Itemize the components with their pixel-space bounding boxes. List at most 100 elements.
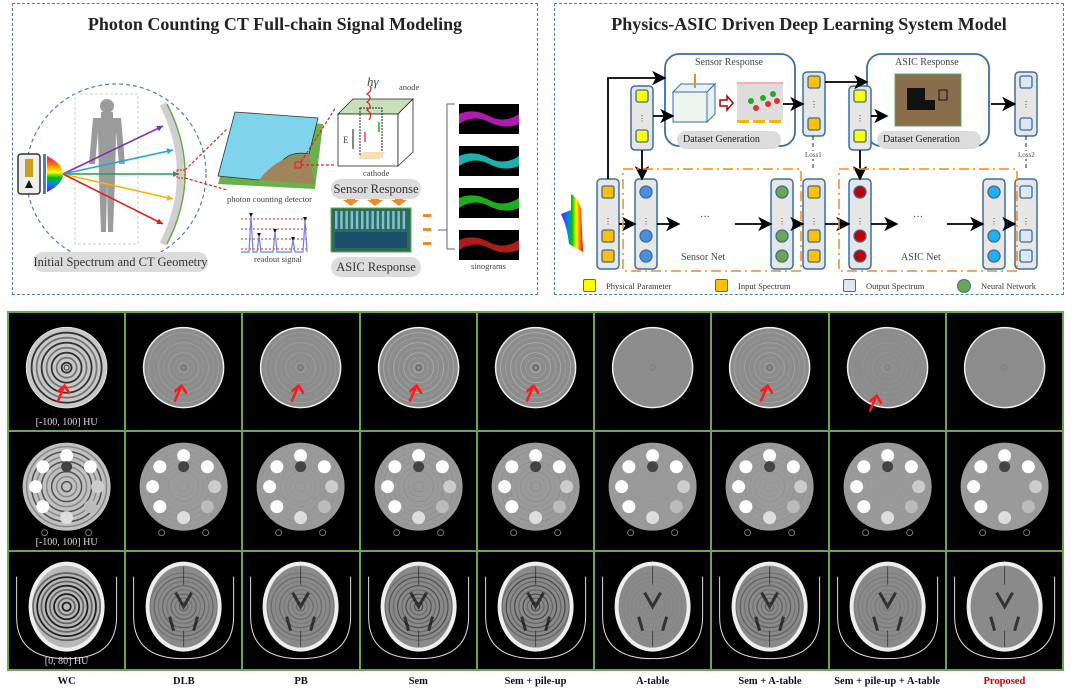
- legend-label: Neural Network: [981, 281, 1036, 291]
- ct-reconstruction-image: [25, 326, 108, 409]
- reconstruction-comparison-grid: [-100, 100] HU [-100, 100] HU [0, 80] HU: [7, 311, 1064, 671]
- artifact-arrow-icon: [408, 383, 423, 403]
- method-label-wc: WC: [57, 676, 76, 687]
- legend-label: Physical Parameter: [606, 280, 672, 291]
- legend-swatch-icon: [957, 279, 971, 293]
- cell-insert-phantom-7: [829, 432, 945, 550]
- sinogram-stack: [459, 104, 519, 260]
- method-label-sem: Sem: [408, 676, 428, 687]
- legend-output-spectrum: Output Spectrum: [843, 279, 924, 292]
- xray-beam: [62, 173, 164, 225]
- method-label-dlb: DLB: [173, 676, 195, 687]
- ct-reconstruction-image: [963, 326, 1046, 409]
- svg-text:⋮: ⋮: [1022, 100, 1030, 109]
- detector-arc: [159, 102, 184, 246]
- sensor-net-ellipsis: ···: [700, 212, 710, 223]
- cell-insert-phantom-4: [477, 432, 594, 550]
- sensor-response-label: Sensor Response: [331, 179, 421, 199]
- artifact-arrow-icon: [290, 383, 306, 403]
- ct-reconstruction-image: [22, 442, 111, 537]
- left-panel-title: Photon Counting CT Full-chain Signal Mod…: [87, 14, 463, 34]
- ct-reconstruction-image: [491, 442, 580, 537]
- svg-text:⋮: ⋮: [1022, 217, 1030, 226]
- ct-reconstruction-image: [484, 561, 586, 659]
- physical-parameter-column-2: ⋮: [848, 85, 872, 151]
- cell-head-6: [712, 551, 828, 669]
- cell-water-phantom-1: [126, 313, 242, 431]
- loss1-label: Loss1: [805, 151, 822, 159]
- cell-water-phantom-0: [-100, 100] HU: [9, 313, 125, 431]
- asic-net-ellipsis: ···: [913, 212, 923, 223]
- ct-reconstruction-image: [611, 326, 694, 409]
- asic-net-box: [838, 168, 1018, 272]
- sensor-cube-icon: [337, 85, 414, 167]
- ct-reconstruction-image: [143, 326, 225, 409]
- cell-water-phantom-8: [946, 313, 1062, 431]
- xray-beam: [62, 173, 174, 200]
- deep-learning-model-panel: Physics-ASIC Driven Deep Learning System…: [554, 3, 1064, 295]
- cell-insert-phantom-5: [595, 432, 711, 550]
- sensor-net-label: Sensor Net: [681, 252, 726, 263]
- sensor-prediction-column: ⋮: [802, 178, 826, 270]
- physical-parameter-column-1: ⋮: [630, 85, 654, 151]
- cell-insert-phantom-3: [360, 432, 476, 550]
- window-level-label: [0, 80] HU: [44, 655, 89, 667]
- legend-input-spectrum: Input Spectrum: [715, 279, 791, 292]
- cell-head-5: [595, 551, 711, 669]
- sensor-net-box: [622, 168, 802, 272]
- cell-water-phantom-3: [360, 313, 476, 431]
- detector-label: photon counting detector: [227, 194, 312, 204]
- right-panel-title: Physics-ASIC Driven Deep Learning System…: [611, 14, 1007, 34]
- efield-label: E: [343, 135, 349, 145]
- method-label-a-table: A-table: [636, 676, 670, 687]
- ct-reconstruction-image: [725, 442, 814, 537]
- artifact-arrow-icon: [868, 393, 883, 413]
- sinogram-image: [459, 230, 519, 260]
- asic-prediction-column: ⋮: [1014, 178, 1038, 270]
- full-chain-modeling-panel: Photon Counting CT Full-chain Signal Mod…: [12, 3, 538, 295]
- human-body-icon: [89, 99, 125, 232]
- ct-reconstruction-image: [16, 561, 118, 659]
- svg-text:⋮: ⋮: [642, 217, 650, 226]
- ct-reconstruction-image: [250, 561, 352, 659]
- full-chain-diagram: [17, 83, 519, 265]
- legend-label: Output Spectrum: [866, 280, 925, 291]
- cell-water-phantom-5: [595, 313, 711, 431]
- artifact-arrow-icon: [56, 383, 71, 403]
- method-label-pb: PB: [294, 676, 308, 687]
- ct-reconstruction-image: [133, 561, 235, 659]
- sinograms-label: sinograms: [471, 261, 506, 271]
- cell-head-7: [829, 551, 945, 669]
- asic-output-column: ⋮: [1014, 71, 1038, 137]
- photon-energy-label: hγ: [367, 74, 379, 89]
- readout-signal-plot: [241, 213, 308, 253]
- cell-head-4: [477, 551, 594, 669]
- svg-text:⋮: ⋮: [990, 217, 998, 226]
- cell-insert-phantom-8: [946, 432, 1062, 550]
- cell-insert-phantom-2: [243, 432, 359, 550]
- ct-reconstruction-image: [257, 442, 346, 537]
- artifact-arrow-icon: [173, 383, 188, 403]
- ct-reconstruction-image: [719, 561, 821, 659]
- cell-water-phantom-2: [243, 313, 359, 431]
- ct-reconstruction-image: [953, 561, 1055, 659]
- sensor-net-output-layer: ⋮: [770, 178, 794, 270]
- cell-head-0: [0, 80] HU: [9, 551, 125, 669]
- cell-insert-phantom-0: [-100, 100] HU: [9, 432, 125, 550]
- dataset-generation-label-2: Dataset Generation: [883, 134, 960, 145]
- window-level-label: [-100, 100] HU: [35, 417, 98, 429]
- ct-reconstruction-image: [374, 442, 463, 537]
- ct-reconstruction-image: [260, 326, 342, 409]
- asic-response-label: ASIC Response: [331, 257, 421, 277]
- method-label-sem-pile-up-a-table: Sem + pile-up + A-table: [834, 676, 941, 687]
- legend-physical-parameter: Physical Parameter: [583, 279, 671, 292]
- input-spectrum-icon: [561, 194, 583, 252]
- method-label-sem-a-table: Sem + A-table: [738, 676, 802, 687]
- ct-reconstruction-image: [846, 326, 928, 413]
- ct-reconstruction-image: [602, 561, 704, 659]
- cell-head-2: [243, 551, 359, 669]
- sinogram-image: [459, 188, 519, 218]
- cell-water-phantom-7: [829, 313, 945, 431]
- ct-reconstruction-image: [608, 442, 697, 537]
- cathode-label: cathode: [363, 168, 390, 178]
